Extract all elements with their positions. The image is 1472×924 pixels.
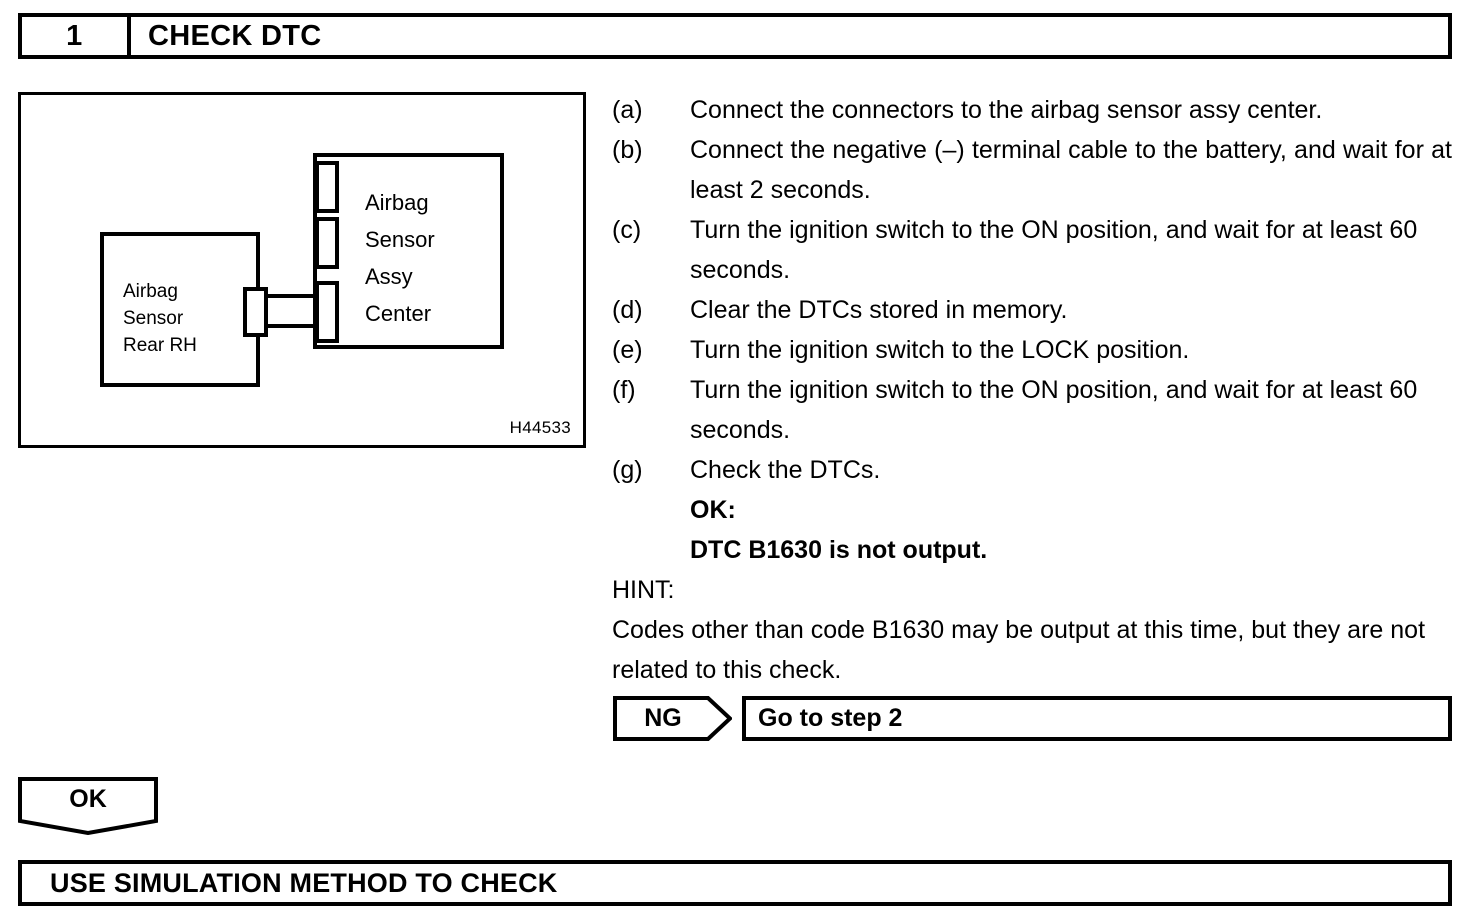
ok-tag: OK [18, 777, 158, 835]
step-text-a: Connect the connectors to the airbag sen… [690, 96, 1323, 124]
connector-terminal-center-2 [315, 217, 339, 269]
connector-terminal-rear-rh [243, 287, 268, 337]
step-text-d: Clear the DTCs stored in memory. [690, 296, 1068, 324]
ng-arrow-shape [613, 696, 732, 741]
procedure-step-a: (a) Connect the connectors to the airbag… [612, 90, 1452, 130]
ng-action-box[interactable]: Go to step 2 [742, 696, 1452, 741]
component-airbag-sensor-assy-center: Airbag Sensor Assy Center [313, 153, 504, 349]
connector-terminal-center-1 [315, 161, 339, 213]
component-label-rear-rh: Airbag Sensor Rear RH [123, 281, 197, 356]
step-letter-a: (a) [612, 96, 643, 124]
hint-text: Codes other than code B1630 may be outpu… [612, 616, 1426, 684]
procedure-steps-list: (a) Connect the connectors to the airbag… [612, 90, 1452, 690]
procedure-step-f: (f) Turn the ignition switch to the ON p… [612, 370, 1452, 450]
figure-panel: Airbag Sensor Assy Center Airbag Sensor … [18, 92, 586, 448]
step-number: 1 [22, 17, 131, 55]
step-text-c: Turn the ignition switch to the ON posit… [690, 216, 1418, 284]
component-label-assy-center: Airbag Sensor Assy Center [365, 190, 435, 326]
step-text-g: Check the DTCs. [690, 456, 881, 484]
component-airbag-sensor-rear-rh: Airbag Sensor Rear RH [100, 232, 260, 387]
step-letter-d: (d) [612, 296, 643, 324]
procedure-step-g: (g) Check the DTCs. [612, 450, 1452, 490]
step-header-bar: 1 CHECK DTC [18, 13, 1452, 59]
ok-criteria-value: DTC B1630 is not output. [690, 536, 988, 564]
ng-tag: NG [613, 696, 732, 741]
step-text-e: Turn the ignition switch to the LOCK pos… [690, 336, 1190, 364]
figure-reference-code: H44533 [509, 418, 571, 437]
wire-upper [266, 294, 317, 298]
ng-tag-label: NG [644, 704, 682, 732]
connector-terminal-center-3 [315, 281, 339, 343]
hint-label: HINT: [612, 576, 675, 604]
next-procedure-title: USE SIMULATION METHOD TO CHECK [50, 867, 558, 898]
procedure-step-e: (e) Turn the ignition switch to the LOCK… [612, 330, 1452, 370]
step-text-b: Connect the negative (–) terminal cable … [690, 136, 1452, 204]
step-letter-g: (g) [612, 456, 643, 484]
step-letter-e: (e) [612, 336, 643, 364]
procedure-step-b: (b) Connect the negative (–) terminal ca… [612, 130, 1452, 210]
next-procedure-bar[interactable]: USE SIMULATION METHOD TO CHECK [18, 860, 1452, 906]
step-letter-b: (b) [612, 136, 643, 164]
procedure-step-d: (d) Clear the DTCs stored in memory. [612, 290, 1452, 330]
ok-arrow-shape [18, 777, 158, 835]
step-letter-c: (c) [612, 216, 642, 244]
wire-lower [266, 324, 317, 328]
ok-criteria-label: OK: [690, 496, 736, 524]
step-title: CHECK DTC [148, 19, 322, 52]
ok-tag-label: OK [69, 784, 107, 813]
ng-result-row: NG [613, 696, 732, 741]
procedure-step-c: (c) Turn the ignition switch to the ON p… [612, 210, 1452, 290]
step-text-f: Turn the ignition switch to the ON posit… [690, 376, 1418, 444]
step-letter-f: (f) [612, 376, 636, 404]
ng-action-label: Go to step 2 [758, 704, 903, 732]
